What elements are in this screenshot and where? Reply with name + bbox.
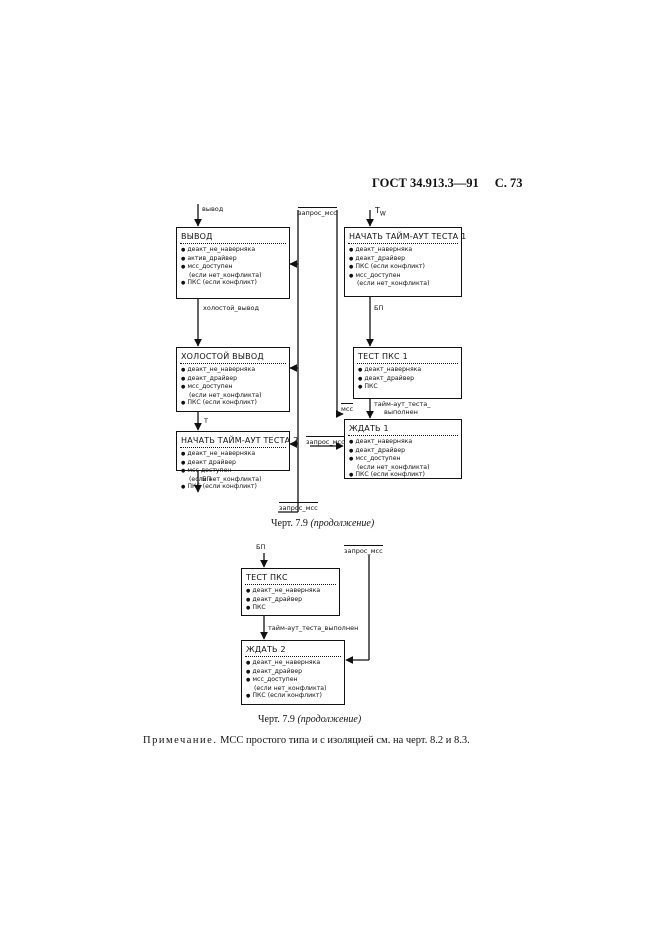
state-item: деакт_не_наверняка [181,246,289,255]
state-item: ПКС [358,383,461,392]
state-item: (если нет_конфликта) [254,684,327,692]
state-title: НАЧАТЬ ТАЙМ-АУТ ТЕСТА 1 [349,232,467,241]
dotted-divider [348,243,458,244]
state-item: ПКС (если конфликт) [181,279,289,288]
state-item: мсс_доступен [349,455,461,464]
state-item: ПКС (если конфликт) [181,483,289,492]
state-item: ПКС (если конфликт) [181,399,289,408]
state-item: актив_драйвер [181,255,289,264]
state-item: деакт_драйвер [181,375,289,384]
state-box-vyvod: ВЫВОД деакт_не_наверняка актив_драйвер м… [176,227,290,299]
dotted-divider [245,584,336,585]
state-item: ПКС [246,604,339,613]
label-taym-aut-vypolnen: тайм-аут_теста_выполнен [268,624,359,632]
dotted-divider [180,363,286,364]
page-header: ГОСТ 34.913.3—91 С. 73 [372,176,632,191]
state-item: деакт драйвер [181,459,289,468]
state-item: мсс_доступен [181,263,289,272]
state-item: деакт_драйвер [349,447,461,456]
label-zapros-mss-bottom-right: запрос_мсс [344,545,383,555]
state-box-test-pks-1: ТЕСТ ПКС 1 деакт_наверняка деакт_драйвер… [353,347,462,399]
state-item: (если нет_конфликта) [189,475,262,483]
note-lead: Примечание. [143,735,218,746]
state-item: деакт_не_наверняка [246,659,344,668]
state-item: (если нет_конфликта) [189,271,262,279]
dotted-divider [245,656,341,657]
label-taym-aut-line2: выполнен [384,408,418,416]
label-taym-aut-line1: тайм-аут_теста_ [374,400,431,408]
state-item: деакт_наверняка [349,438,461,447]
label-tw-main: Т [375,206,380,215]
state-box-nachat-taym-aut-2: НАЧАТЬ ТАЙМ-АУТ ТЕСТА 2 деакт_не_наверня… [176,431,299,490]
state-item: деакт_драйвер [246,596,339,605]
figure-caption-2: Черт. 7.9 (продолжение) [258,714,361,725]
state-box-nachat-taym-aut-1: НАЧАТЬ ТАЙМ-АУТ ТЕСТА 1 деакт_наверняка … [344,227,467,297]
label-t: Т [204,417,208,425]
state-item: деакт_не_наверняка [246,587,339,596]
state-item: деакт_не_наверняка [181,450,289,459]
dotted-divider [357,363,458,364]
state-item: ПКС (если конфликт) [349,263,461,272]
state-box-test-pks: ТЕСТ ПКС деакт_не_наверняка деакт_драйве… [241,568,340,616]
state-title: ХОЛОСТОЙ ВЫВОД [181,352,264,361]
label-mss: мсс [341,403,354,413]
label-zapros-mss-bottom: запрос_мсс [279,502,318,512]
state-title: ЖДАТЬ 2 [246,645,286,654]
label-zapros-mss-top: запрос_мсс [298,207,337,217]
label-bp-right: БП [374,304,384,312]
note-text: МСС простого типа и с изоляцией см. на ч… [217,735,470,746]
state-item: мсс_доступен [246,676,344,685]
state-item: (если нет_конфликта) [189,391,262,399]
label-taym-aut-1: тайм-аут_теста_ выполнен [374,400,431,416]
state-item: (если нет_конфликта) [357,463,430,471]
label-tw-sub: W [379,210,386,218]
state-item: ПКС (если конфликт) [246,692,344,701]
state-box-zhdat-2: ЖДАТЬ 2 деакт_не_наверняка деакт_драйвер… [241,640,345,705]
dotted-divider [348,435,458,436]
state-item: мсс_доступен [349,272,461,281]
state-title: ТЕСТ ПКС 1 [358,352,408,361]
figure-caption-1: Черт. 7.9 (продолжение) [271,518,374,529]
state-item: (если нет_конфликта) [357,280,430,288]
caption-italic: (продолжение) [310,518,375,529]
document-number: ГОСТ 34.913.3—91 [372,176,479,190]
state-box-holostoy-vyvod: ХОЛОСТОЙ ВЫВОД деакт_не_наверняка деакт_… [176,347,290,412]
state-item: ПКС (если конфликт) [349,471,461,480]
note: Примечание. МСС простого типа и с изоляц… [143,735,470,746]
state-item: мсс доступен [181,467,289,476]
label-bp-left: БП [202,475,212,483]
state-title: ВЫВОД [181,232,213,241]
state-item: деакт_драйвер [246,668,344,677]
state-title: ЖДАТЬ 1 [349,424,389,433]
caption-text: Черт. 7.9 [258,714,298,725]
state-box-frame [176,431,290,471]
state-title: НАЧАТЬ ТАЙМ-АУТ ТЕСТА 2 [181,436,299,445]
state-item: деакт_наверняка [349,246,461,255]
state-title: ТЕСТ ПКС [246,573,288,582]
label-holostoy-vyvod: холостой_вывод [203,304,260,312]
page-number: С. 73 [494,176,523,190]
state-item: деакт_наверняка [358,366,461,375]
state-item: деакт_драйвер [358,375,461,384]
label-tw: ТW [375,206,386,218]
state-box-zhdat-1: ЖДАТЬ 1 деакт_наверняка деакт_драйвер мс… [344,419,462,479]
label-vyvod-input: вывод [202,205,224,213]
label-bp-bottom: БП [256,543,266,551]
caption-italic: (продолжение) [297,714,362,725]
state-item: деакт_драйвер [349,255,461,264]
dotted-divider [180,447,286,448]
state-item: деакт_не_наверняка [181,366,289,375]
dotted-divider [180,243,286,244]
state-item: мсс_доступен [181,383,289,392]
label-zapros-mss-right: запрос_мсс [306,436,345,446]
caption-text: Черт. 7.9 [271,518,311,529]
